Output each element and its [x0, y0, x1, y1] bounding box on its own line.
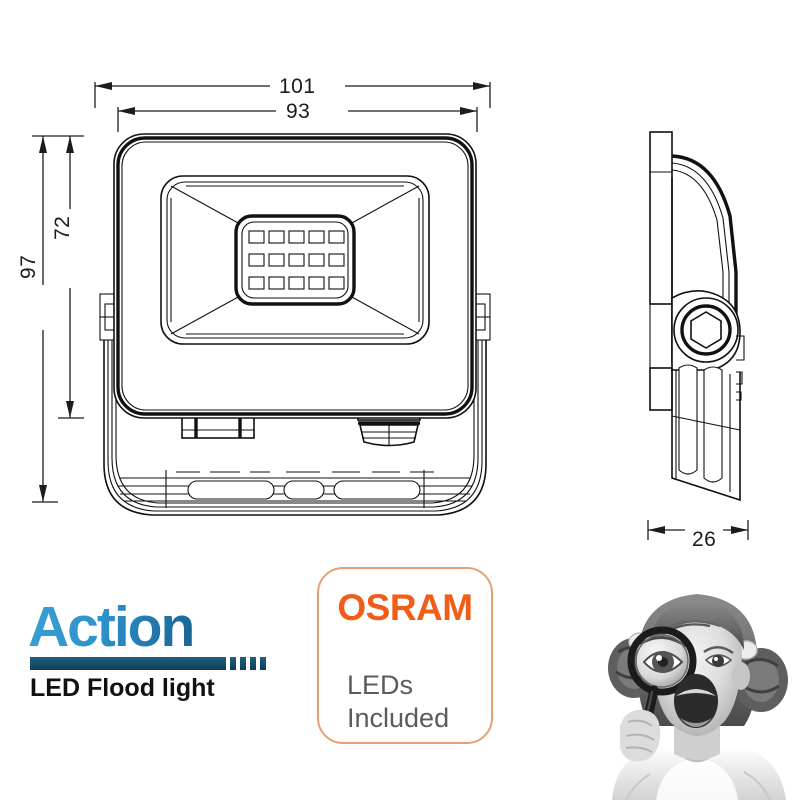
action-dash-segments	[230, 657, 278, 670]
pivot-knuckle	[671, 290, 741, 371]
led-array	[248, 230, 345, 290]
side-notches	[736, 335, 745, 401]
dimension-26	[647, 520, 749, 540]
action-wordmark: Action	[28, 598, 268, 656]
girl-photo-illustration	[594, 576, 800, 800]
action-brand-logo: Action LED Flood light	[28, 598, 268, 702]
dimension-93	[117, 107, 478, 132]
reflector-frame	[160, 175, 430, 345]
osram-included-text: Included	[347, 703, 450, 733]
floodlight-side-view	[649, 131, 745, 502]
heatsink-fins	[671, 364, 741, 502]
dimension-label-93: 93	[279, 101, 318, 122]
heatsink-base	[103, 300, 487, 516]
led-panel	[234, 214, 356, 306]
dimension-label-97: 97	[17, 247, 40, 286]
girl-with-magnifier-photo	[594, 576, 800, 800]
floodlight-front-view	[99, 133, 491, 516]
osram-brand-text: OSRAM	[337, 587, 473, 628]
dimension-label-26: 26	[685, 529, 724, 550]
action-underline-bar	[30, 657, 226, 670]
housing-side-shell	[671, 154, 738, 364]
action-tagline: LED Flood light	[30, 674, 215, 702]
dimension-72	[58, 135, 84, 419]
dimension-97	[32, 135, 58, 503]
osram-leds-text: LEDs	[347, 670, 414, 700]
dimension-label-72: 72	[51, 208, 74, 247]
mounting-bracket	[649, 131, 673, 411]
dimension-101	[94, 82, 491, 108]
osram-badge: OSRAM LEDs Included	[317, 567, 493, 744]
dimension-label-101: 101	[272, 76, 323, 97]
